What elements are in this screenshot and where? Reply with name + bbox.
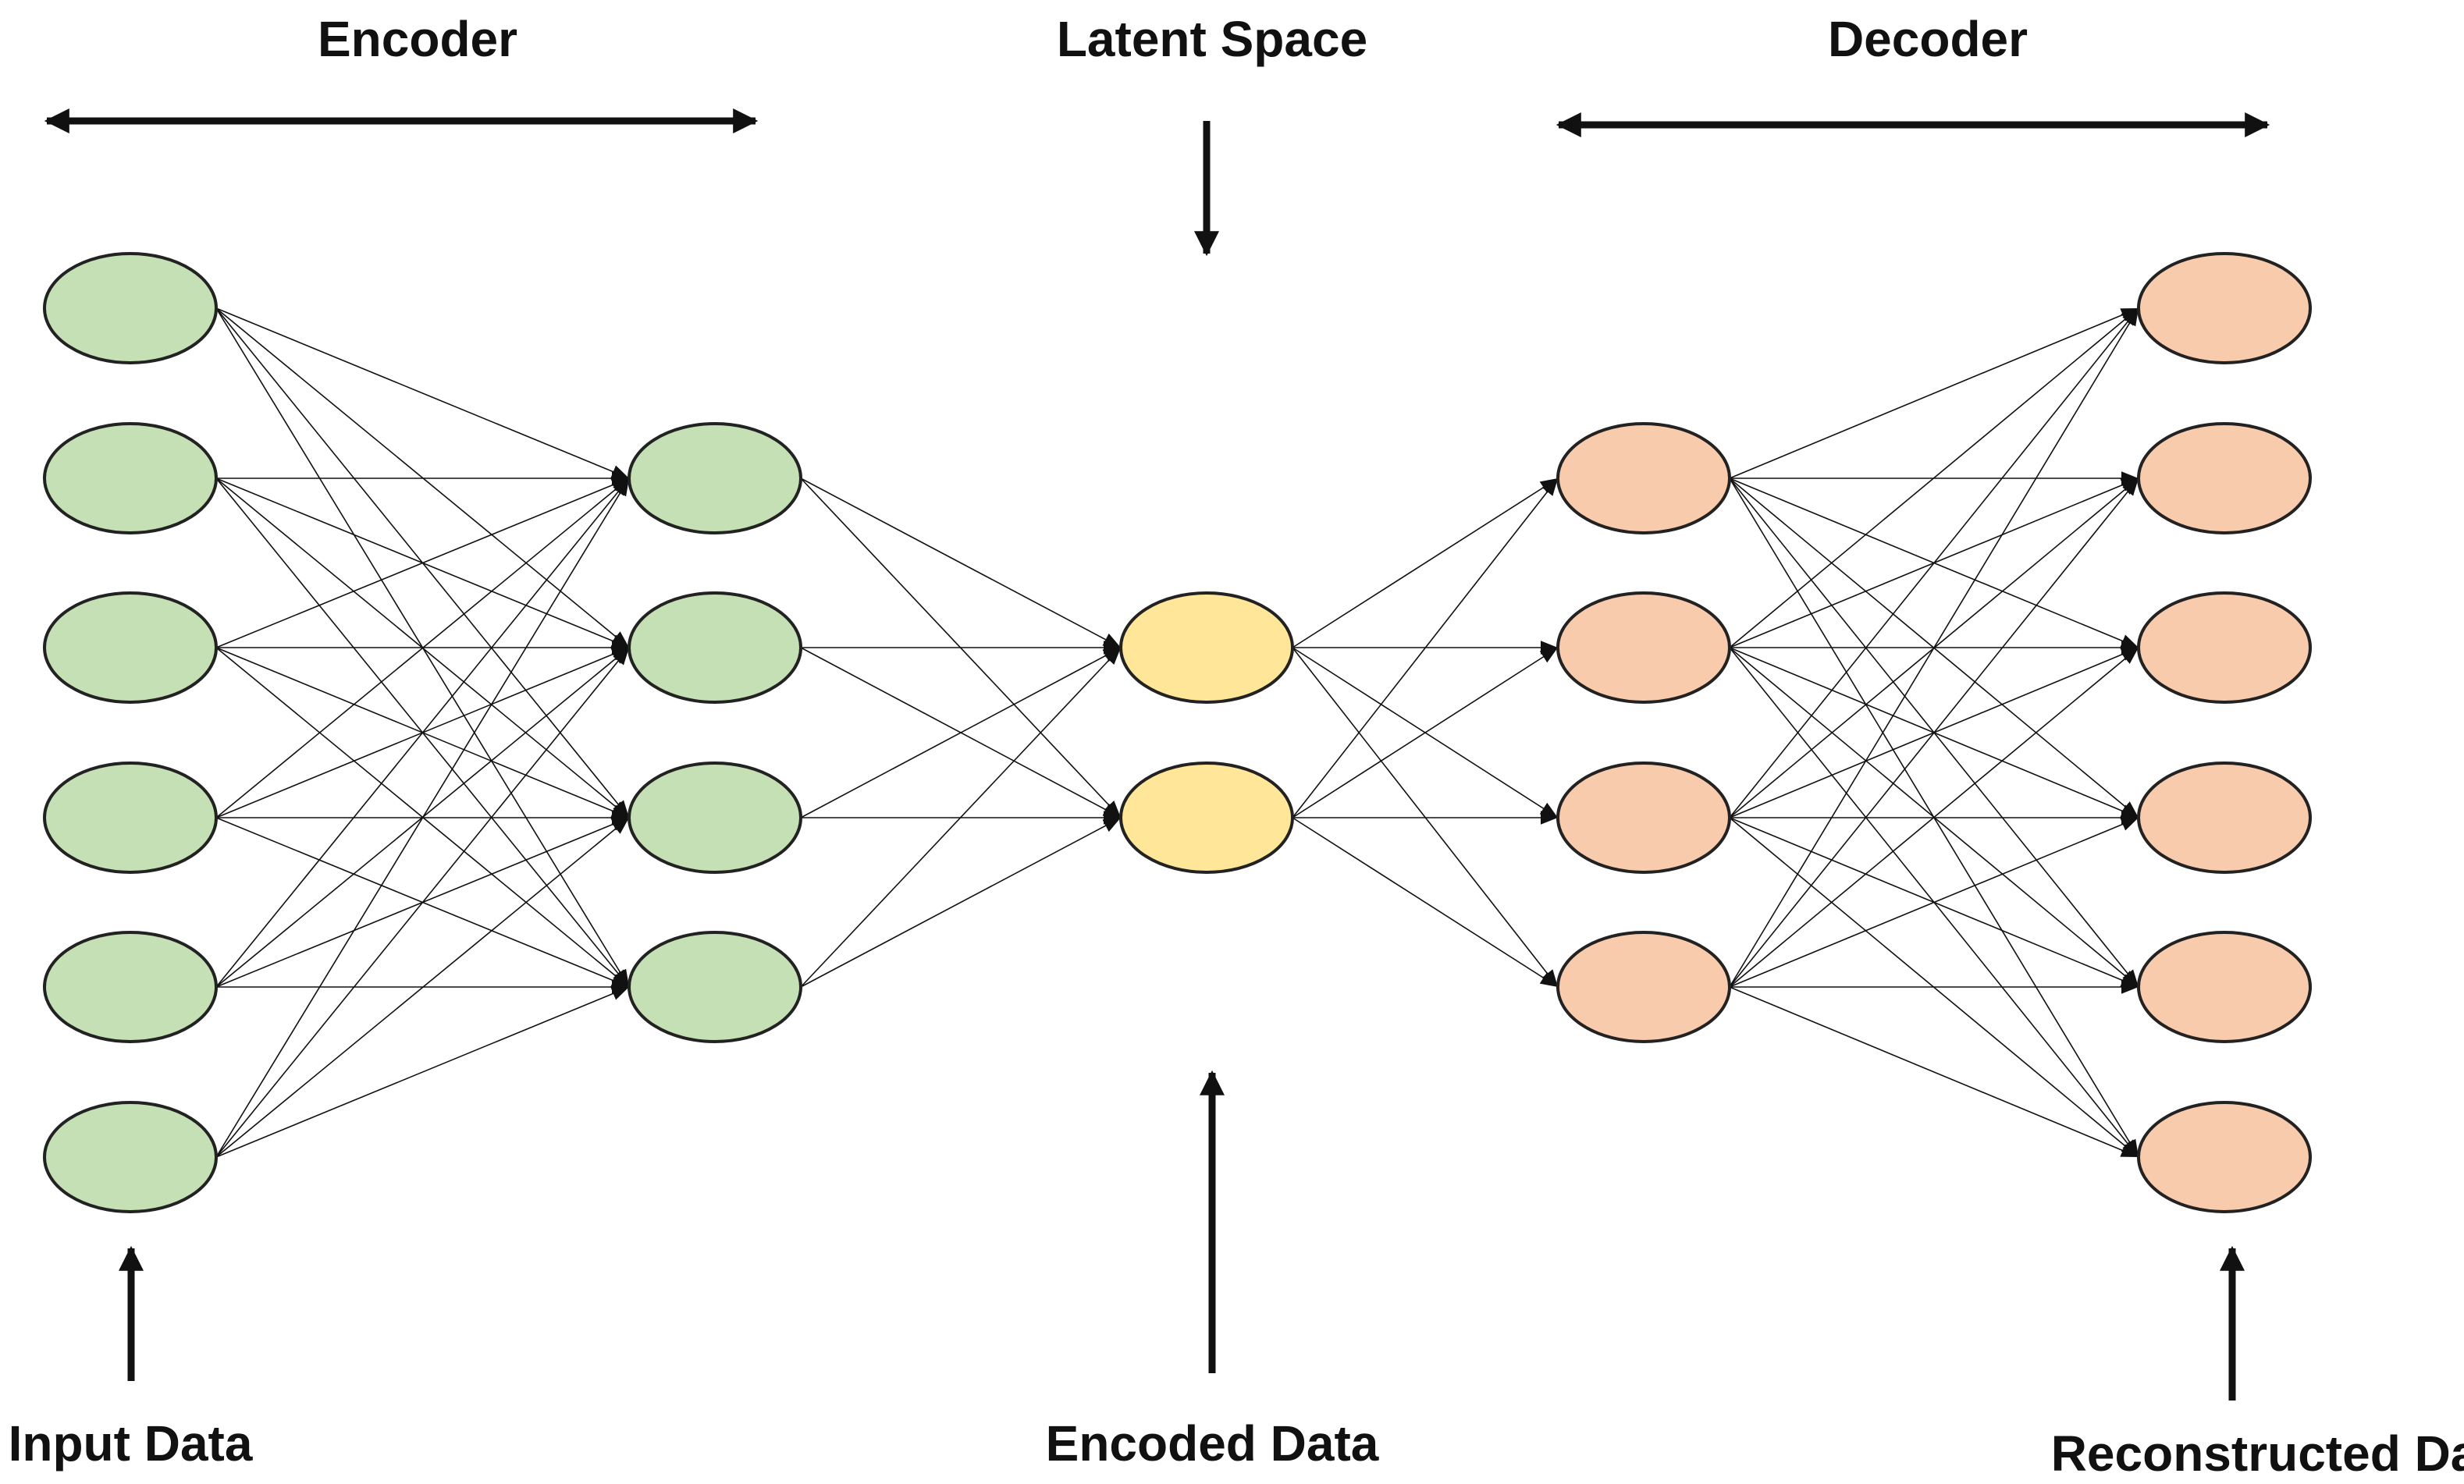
edge-encoder-hidden-3-to-latent-1 (800, 647, 1122, 818)
neurons (43, 252, 2312, 1213)
input-node-5 (43, 931, 218, 1043)
edge-decoder-hidden-4-to-output-4 (1729, 817, 2139, 988)
input-node-4 (43, 762, 218, 874)
output-node-5 (2137, 931, 2312, 1043)
edge-input-1-to-encoder-hidden-1 (215, 307, 630, 479)
input-node-3 (43, 591, 218, 704)
edge-latent-2-to-decoder-hidden-2 (1292, 647, 1559, 818)
edge-input-3-to-encoder-hidden-1 (215, 478, 630, 648)
edge-input-6-to-encoder-hidden-4 (215, 986, 630, 1158)
edge-encoder-hidden-1-to-latent-1 (800, 478, 1122, 648)
latent-node-2 (1119, 762, 1294, 874)
latent-space-label: Latent Space (1057, 11, 1367, 67)
encoder-hidden-node-1 (628, 422, 802, 534)
edge-latent-2-to-decoder-hidden-1 (1292, 478, 1559, 818)
reconstructed-data-label: Reconstructed Data (2051, 1425, 2464, 1482)
edge-decoder-hidden-3-to-output-1 (1729, 307, 2139, 818)
decoder-hidden-node-1 (1556, 422, 1731, 534)
edge-decoder-hidden-4-to-output-6 (1729, 986, 2139, 1158)
edge-input-6-to-encoder-hidden-2 (215, 647, 630, 1158)
edge-decoder-hidden-4-to-output-3 (1729, 647, 2139, 988)
edge-encoder-hidden-4-to-latent-1 (800, 647, 1122, 988)
edge-input-5-to-encoder-hidden-1 (215, 478, 630, 988)
encoder-hidden-node-2 (628, 591, 802, 704)
encoded-data-label: Encoded Data (1046, 1415, 1379, 1472)
output-node-3 (2137, 591, 2312, 704)
edge-input-4-to-encoder-hidden-1 (215, 478, 630, 818)
edge-encoder-hidden-4-to-latent-2 (800, 817, 1122, 988)
edge-decoder-hidden-4-to-output-1 (1729, 307, 2139, 988)
connections (215, 307, 2139, 1158)
decoder-hidden-node-3 (1556, 762, 1731, 874)
input-node-1 (43, 252, 218, 364)
latent-node-1 (1119, 591, 1294, 704)
edge-decoder-hidden-4-to-output-2 (1729, 478, 2139, 988)
output-node-4 (2137, 762, 2312, 874)
encoder-hidden-node-3 (628, 762, 802, 874)
edge-input-6-to-encoder-hidden-3 (215, 817, 630, 1158)
input-node-6 (43, 1101, 218, 1213)
edge-decoder-hidden-1-to-output-1 (1729, 307, 2139, 479)
input-data-label: Input Data (9, 1415, 253, 1472)
output-node-2 (2137, 422, 2312, 534)
edge-latent-1-to-decoder-hidden-1 (1292, 478, 1559, 648)
output-node-6 (2137, 1101, 2312, 1213)
output-node-1 (2137, 252, 2312, 364)
encoder-hidden-node-4 (628, 931, 802, 1043)
edge-decoder-hidden-2-to-output-1 (1729, 307, 2139, 648)
decoder-hidden-node-2 (1556, 591, 1731, 704)
edge-input-6-to-encoder-hidden-1 (215, 478, 630, 1158)
decoder-hidden-node-4 (1556, 931, 1731, 1043)
decoder-label: Decoder (1828, 11, 2028, 67)
input-node-2 (43, 422, 218, 534)
edge-latent-2-to-decoder-hidden-4 (1292, 817, 1559, 988)
encoder-label: Encoder (318, 11, 517, 67)
